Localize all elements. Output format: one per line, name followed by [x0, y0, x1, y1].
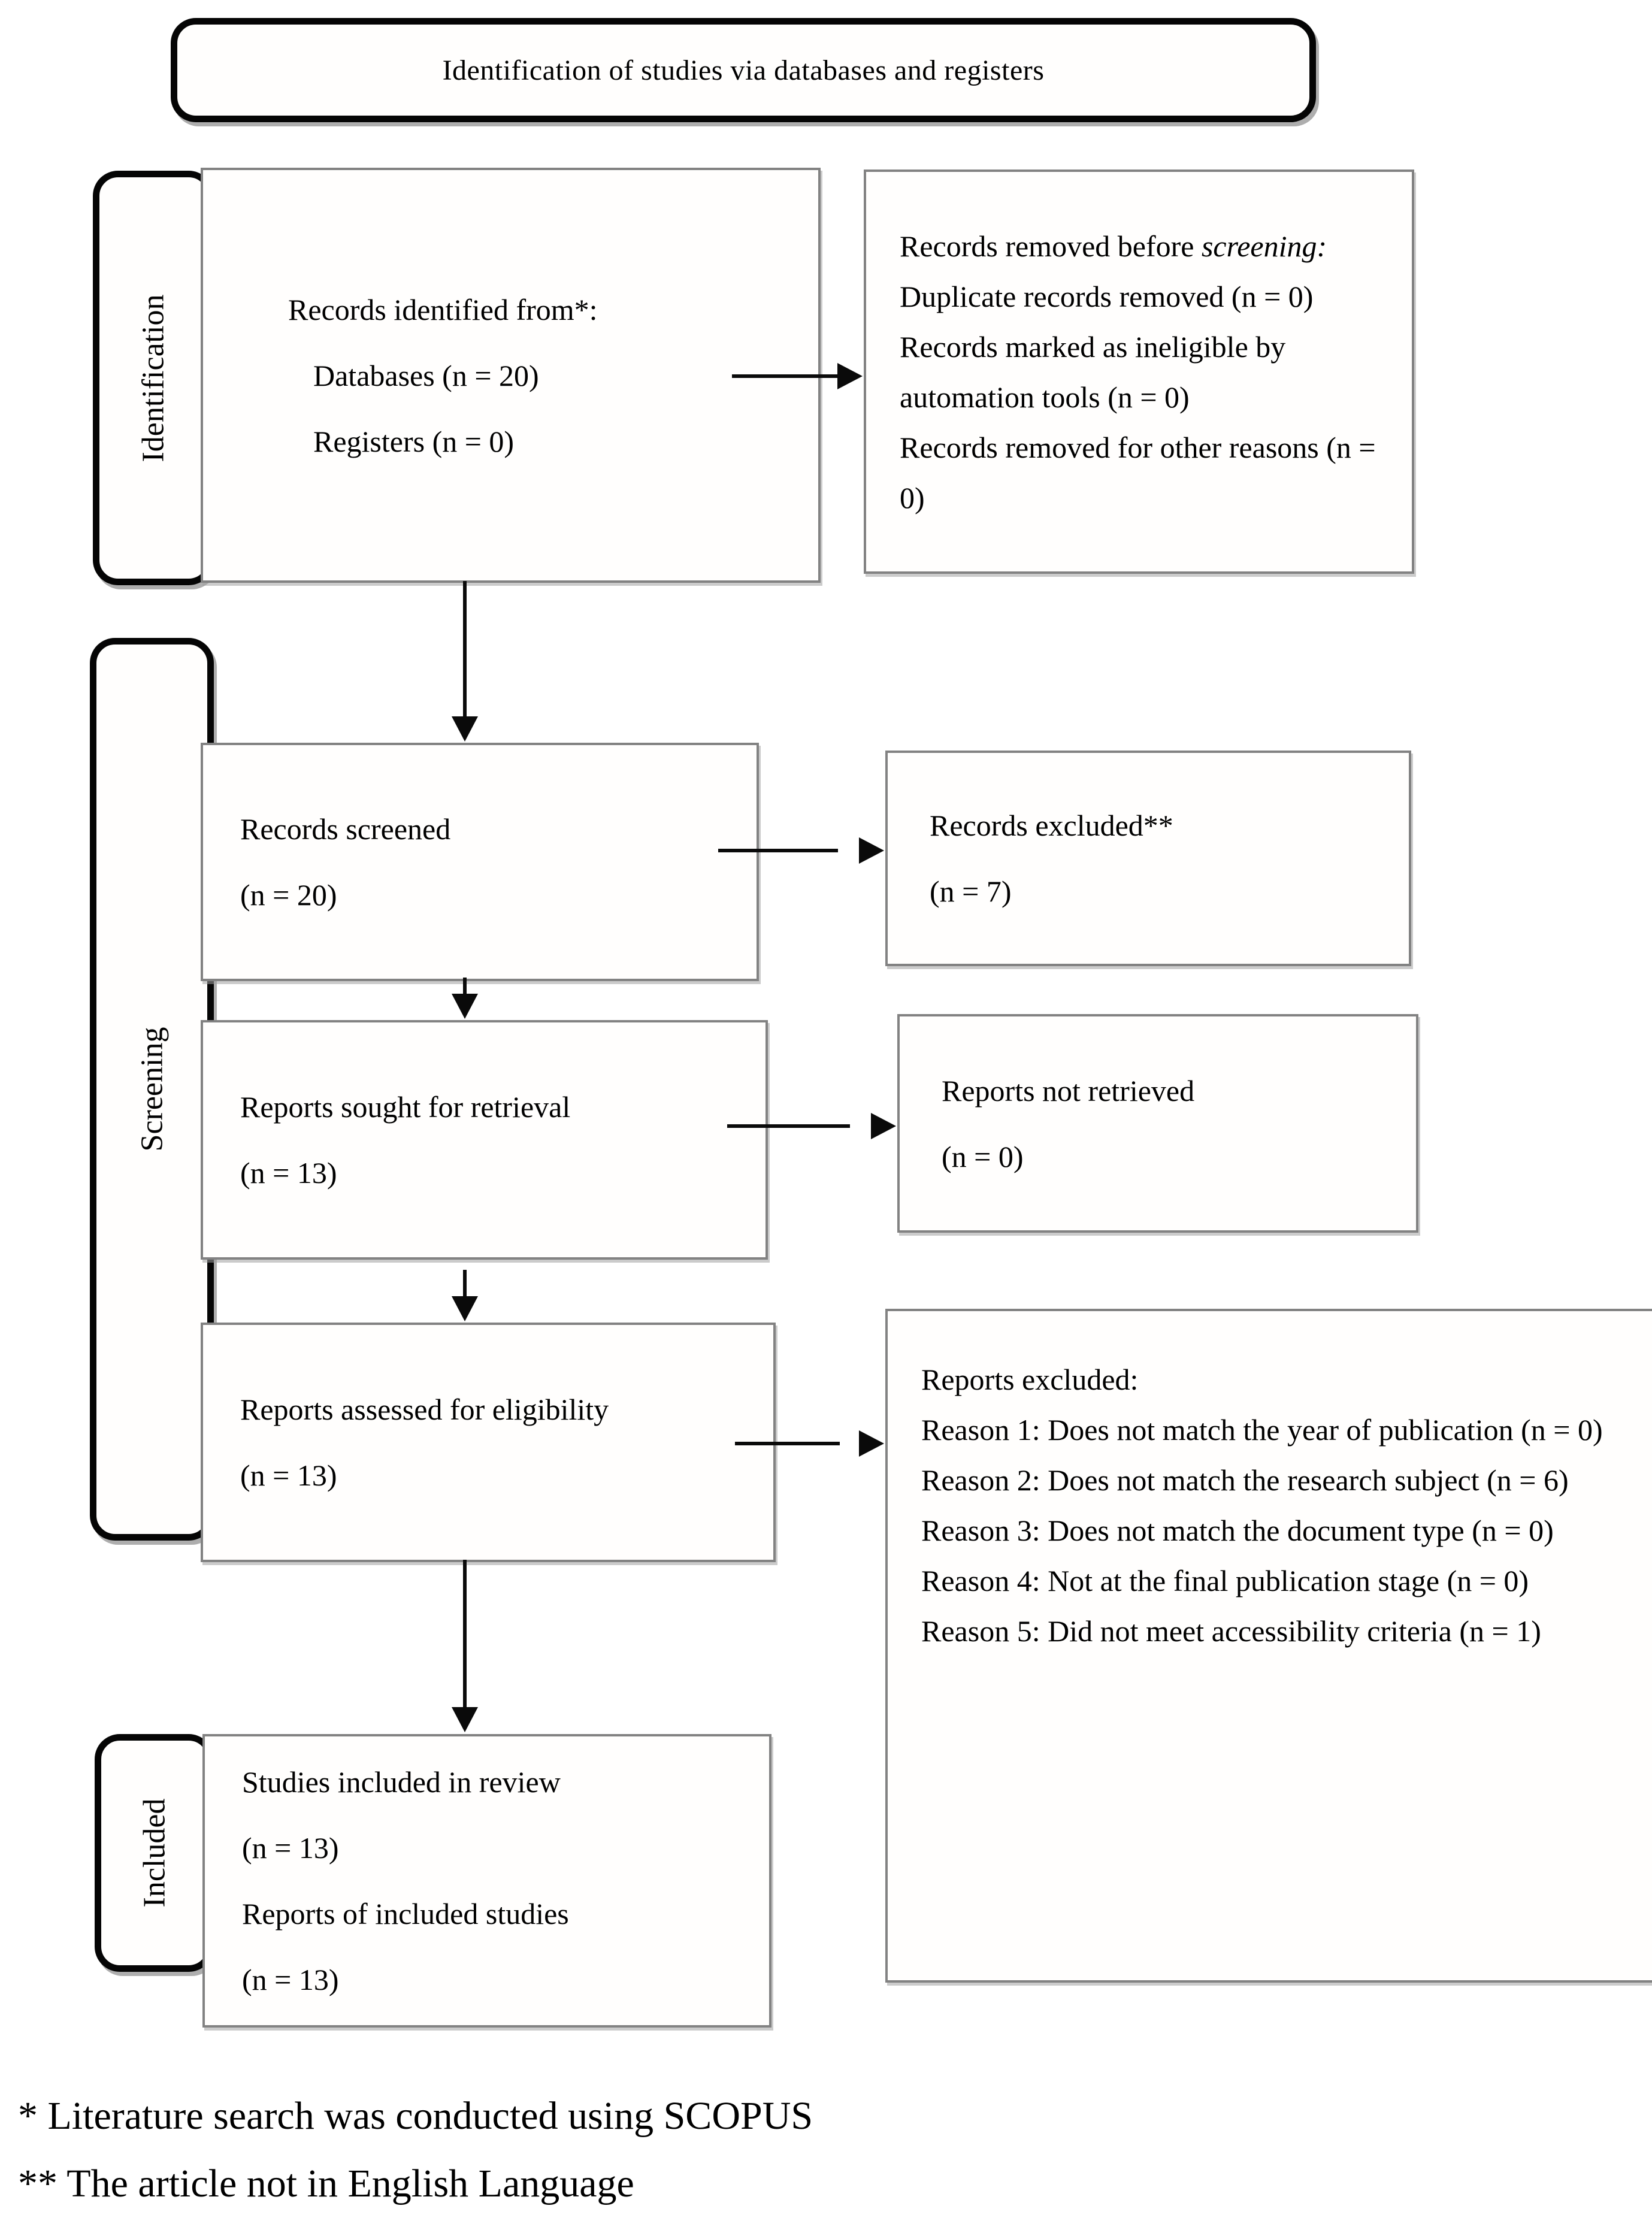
- reports-included-count: (n = 13): [242, 1963, 339, 1996]
- reports-excluded-reason-4: Reason 4: Not at the final publication s…: [921, 1564, 1529, 1597]
- arrowhead-assessed-to-excluded-reasons: [859, 1430, 884, 1457]
- records-identified-heading: Records identified from*:: [288, 292, 598, 326]
- reports-not-retrieved-label: Reports not retrieved: [942, 1073, 1195, 1108]
- arrowhead-sought-to-assessed: [452, 1296, 478, 1321]
- reports-included-label: Reports of included studies: [242, 1897, 569, 1931]
- arrowhead-assessed-to-included: [452, 1707, 478, 1732]
- arrow-identified-to-screened: [463, 581, 467, 719]
- stage-label-identification: Identification: [136, 293, 171, 462]
- reports-excluded-reason-2: Reason 2: Does not match the research su…: [921, 1463, 1569, 1497]
- reports-excluded-reason-5: Reason 5: Did not meet accessibility cri…: [921, 1614, 1541, 1648]
- arrow-screened-to-sought: [463, 978, 467, 996]
- box-records-screened: Records screened (n = 20): [201, 743, 759, 981]
- box-reports-excluded-reasons: Reports excluded: Reason 1: Does not mat…: [885, 1309, 1652, 1983]
- records-screened-count: (n = 20): [240, 878, 337, 912]
- records-removed-part2: Duplicate records removed (n = 0) Record…: [900, 279, 1376, 515]
- arrow-assessed-to-excluded-reasons: [735, 1442, 840, 1445]
- arrowhead-screened-to-sought: [452, 994, 478, 1019]
- arrow-screened-to-excluded: [718, 849, 838, 852]
- records-removed-part1: Records removed before: [900, 229, 1202, 263]
- records-identified-databases: Databases (n = 20): [313, 358, 539, 392]
- footnote-scopus: * Literature search was conducted using …: [18, 2094, 813, 2138]
- box-reports-sought: Reports sought for retrieval (n = 13): [201, 1020, 768, 1260]
- footnote-language: ** The article not in English Language: [18, 2162, 634, 2205]
- reports-excluded-heading: Reports excluded:: [921, 1363, 1139, 1396]
- arrowhead-identified-to-screened: [452, 716, 478, 742]
- reports-assessed-label: Reports assessed for eligibility: [240, 1393, 609, 1426]
- stage-label-included: Included: [137, 1798, 171, 1908]
- reports-assessed-count: (n = 13): [240, 1459, 337, 1492]
- records-excluded-label: Records excluded**: [930, 809, 1173, 842]
- box-records-identified: Records identified from*: Databases (n =…: [201, 168, 821, 583]
- records-identified-registers: Registers (n = 0): [313, 424, 515, 458]
- studies-included-label: Studies included in review: [242, 1765, 561, 1799]
- arrow-sought-to-not-retrieved: [727, 1124, 850, 1128]
- arrow-sought-to-assessed: [463, 1270, 467, 1300]
- box-reports-assessed: Reports assessed for eligibility (n = 13…: [201, 1323, 776, 1562]
- reports-sought-count: (n = 13): [240, 1156, 337, 1190]
- arrowhead-screened-to-excluded: [859, 837, 884, 864]
- studies-included-count: (n = 13): [242, 1831, 339, 1865]
- box-studies-included: Studies included in review (n = 13) Repo…: [202, 1734, 771, 2028]
- reports-sought-label: Reports sought for retrieval: [240, 1090, 571, 1124]
- records-screened-label: Records screened: [240, 812, 451, 846]
- arrowhead-sought-to-not-retrieved: [871, 1113, 896, 1139]
- arrowhead-identified-to-removed: [837, 363, 863, 389]
- records-removed-text: Records removed before screening: Duplic…: [900, 221, 1394, 523]
- stage-pillar-included: Included: [95, 1734, 214, 1972]
- box-records-excluded: Records excluded** (n = 7): [885, 751, 1411, 966]
- records-excluded-count: (n = 7): [930, 875, 1012, 908]
- stage-label-screening: Screening: [135, 1027, 169, 1152]
- reports-excluded-reason-1: Reason 1: Does not match the year of pub…: [921, 1413, 1603, 1447]
- reports-excluded-reason-3: Reason 3: Does not match the document ty…: [921, 1514, 1554, 1547]
- reports-not-retrieved-count: (n = 0): [942, 1139, 1024, 1173]
- title-box: Identification of studies via databases …: [171, 18, 1316, 122]
- arrow-identified-to-removed: [732, 374, 840, 378]
- arrow-assessed-to-included: [463, 1560, 467, 1709]
- stage-pillar-identification: Identification: [93, 171, 214, 585]
- box-records-removed: Records removed before screening: Duplic…: [864, 170, 1414, 574]
- diagram-title: Identification of studies via databases …: [442, 54, 1045, 86]
- box-reports-not-retrieved: Reports not retrieved (n = 0): [897, 1014, 1418, 1233]
- records-removed-italic: screening:: [1201, 229, 1327, 263]
- stage-pillar-screening: Screening: [90, 638, 214, 1541]
